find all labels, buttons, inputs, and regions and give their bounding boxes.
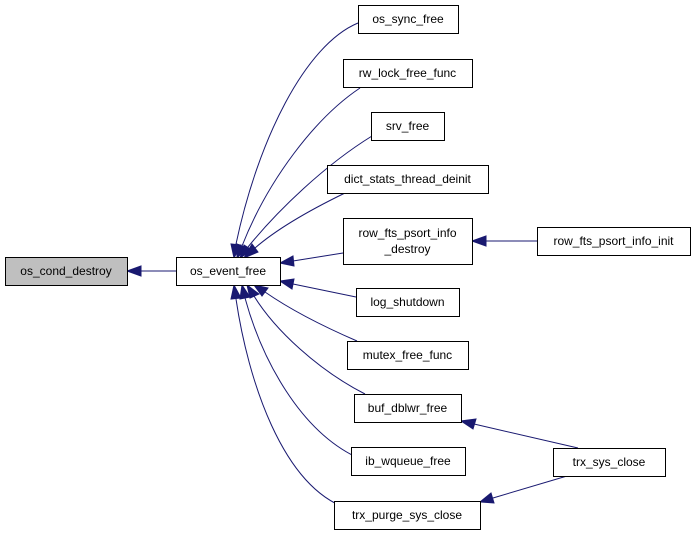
arrowhead-icon bbox=[125, 265, 142, 277]
edge-line bbox=[473, 423, 579, 449]
edge-row_fts_psort_info_init-to-row_fts_psort_info_destroy bbox=[470, 235, 537, 247]
edge-line bbox=[235, 22, 359, 245]
edge-line bbox=[292, 283, 357, 298]
node-trx-sys-close[interactable]: trx_sys_close bbox=[553, 448, 666, 477]
node-label: os_event_free bbox=[190, 264, 266, 278]
node-os-sync-free[interactable]: os_sync_free bbox=[358, 5, 459, 34]
node-box[interactable] bbox=[537, 227, 691, 256]
node-rw-lock-free-func[interactable]: rw_lock_free_func bbox=[343, 59, 473, 88]
node-box[interactable] bbox=[356, 288, 460, 317]
node-label: trx_sys_close bbox=[573, 455, 646, 469]
node-box[interactable] bbox=[343, 59, 473, 88]
node-label: srv_free bbox=[386, 119, 430, 133]
node-label: row_fts_psort_info_init bbox=[553, 234, 674, 248]
arrowhead-icon bbox=[252, 284, 269, 297]
node-buf-dblwr-free[interactable]: buf_dblwr_free bbox=[354, 394, 462, 423]
edges-layer bbox=[125, 22, 579, 509]
edge-dict_stats_thread_deinit-to-os_event_free bbox=[242, 192, 346, 260]
arrowhead-icon bbox=[478, 492, 495, 504]
node-row-fts-psort-info-destroy[interactable]: row_fts_psort_info _destroy bbox=[343, 218, 473, 265]
node-trx-purge-sys-close[interactable]: trx_purge_sys_close bbox=[334, 501, 481, 530]
arrowhead-icon bbox=[246, 283, 260, 299]
node-os-event-free[interactable]: os_event_free bbox=[176, 257, 281, 286]
arrowhead-icon bbox=[278, 278, 295, 290]
node-label: trx_purge_sys_close bbox=[352, 508, 462, 522]
edge-line bbox=[235, 298, 347, 509]
edge-line bbox=[247, 135, 373, 248]
edge-line bbox=[241, 87, 361, 247]
arrowhead-icon bbox=[239, 283, 251, 300]
node-row-fts-psort-info-init[interactable]: row_fts_psort_info_init bbox=[537, 227, 691, 256]
node-box[interactable] bbox=[334, 501, 481, 530]
arrowhead-icon bbox=[278, 255, 295, 267]
edge-log_shutdown-to-os_event_free bbox=[278, 278, 357, 298]
node-box[interactable] bbox=[358, 5, 459, 34]
node-label: buf_dblwr_free bbox=[368, 401, 448, 415]
arrowhead-icon bbox=[459, 418, 477, 430]
edge-line bbox=[253, 295, 366, 395]
node-label: row_fts_psort_info bbox=[358, 226, 456, 240]
node-mutex-free-func[interactable]: mutex_free_func bbox=[347, 341, 469, 370]
node-ib-wqueue-free[interactable]: ib_wqueue_free bbox=[351, 447, 466, 476]
edge-line bbox=[492, 475, 568, 499]
node-log-shutdown[interactable]: log_shutdown bbox=[356, 288, 460, 317]
node-label: rw_lock_free_func bbox=[359, 66, 456, 80]
edge-ib_wqueue_free-to-os_event_free bbox=[239, 283, 357, 458]
edge-line bbox=[254, 192, 346, 249]
arrowhead-icon bbox=[242, 243, 259, 260]
edge-line bbox=[292, 252, 344, 262]
node-srv-free[interactable]: srv_free bbox=[371, 112, 445, 141]
node-box[interactable] bbox=[327, 165, 489, 194]
node-box[interactable] bbox=[5, 257, 128, 286]
edge-os_sync_free-to-os_event_free bbox=[230, 22, 359, 260]
edge-line bbox=[244, 297, 357, 458]
edge-line bbox=[264, 291, 358, 342]
node-box[interactable] bbox=[354, 394, 462, 423]
node-box[interactable] bbox=[351, 447, 466, 476]
edge-trx_sys_close-to-buf_dblwr_free bbox=[459, 418, 579, 449]
node-dict-stats-thread-deinit[interactable]: dict_stats_thread_deinit bbox=[327, 165, 489, 194]
arrowhead-icon bbox=[470, 235, 487, 247]
node-os-cond-destroy[interactable]: os_cond_destroy bbox=[5, 257, 128, 286]
node-label: log_shutdown bbox=[370, 295, 444, 309]
arrowhead-icon bbox=[230, 283, 242, 300]
node-label: os_cond_destroy bbox=[20, 264, 111, 278]
edge-buf_dblwr_free-to-os_event_free bbox=[246, 283, 366, 395]
node-box[interactable] bbox=[347, 341, 469, 370]
node-box[interactable] bbox=[553, 448, 666, 477]
node-box[interactable] bbox=[343, 218, 473, 265]
node-box[interactable] bbox=[371, 112, 445, 141]
edge-row_fts_psort_info_destroy-to-os_event_free bbox=[278, 252, 344, 267]
node-label: mutex_free_func bbox=[363, 348, 452, 362]
node-label: _destroy bbox=[383, 242, 430, 256]
edge-trx_purge_sys_close-to-os_event_free bbox=[230, 283, 347, 509]
node-box[interactable] bbox=[176, 257, 281, 286]
node-label: dict_stats_thread_deinit bbox=[344, 172, 471, 186]
nodes-layer: os_cond_destroy os_event_free os_sync_free… bbox=[5, 5, 691, 530]
node-label: os_sync_free bbox=[372, 12, 444, 26]
edge-os_event_free-to-os_cond_destroy bbox=[125, 265, 176, 277]
edge-mutex_free_func-to-os_event_free bbox=[252, 284, 358, 342]
edge-trx_sys_close-to-trx_purge_sys_close bbox=[478, 475, 568, 504]
node-label: ib_wqueue_free bbox=[365, 454, 451, 468]
